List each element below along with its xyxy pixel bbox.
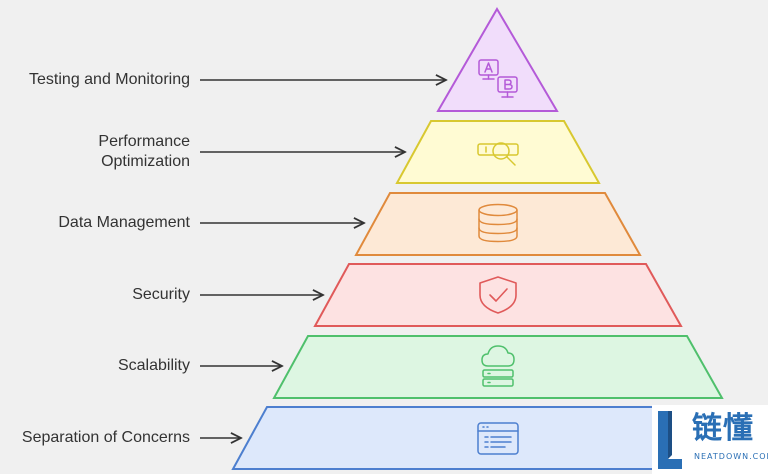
label-scalability: Scalability: [117, 357, 190, 374]
performance-search-icon: [477, 142, 519, 166]
label-testing-and-monitoring: Testing and Monitoring: [29, 71, 190, 88]
logo-l-mark-icon: [658, 411, 682, 469]
cloud-server-icon: [481, 345, 515, 387]
pyramid-level-security: [313, 263, 683, 327]
watermark-text-en: NEATDOWN.COM: [694, 452, 768, 461]
database-icon: [478, 203, 518, 243]
pyramid-level-scalability: [272, 335, 724, 399]
label-security: Security: [132, 286, 190, 303]
watermark-logo: 链懂 NEATDOWN.COM: [652, 405, 768, 474]
shield-check-icon: [479, 276, 517, 314]
label-data-management: Data Management: [58, 214, 190, 231]
watermark-text-cn: 链懂: [692, 411, 754, 446]
ab-testing-monitor-icon: [478, 59, 518, 98]
pyramid-level-performance-optimization: [395, 120, 601, 184]
label-performance-optimization: Performance Optimization: [98, 133, 190, 170]
browser-window-icon: [477, 422, 519, 455]
label-separation-of-concerns: Separation of Concerns: [21, 429, 190, 446]
